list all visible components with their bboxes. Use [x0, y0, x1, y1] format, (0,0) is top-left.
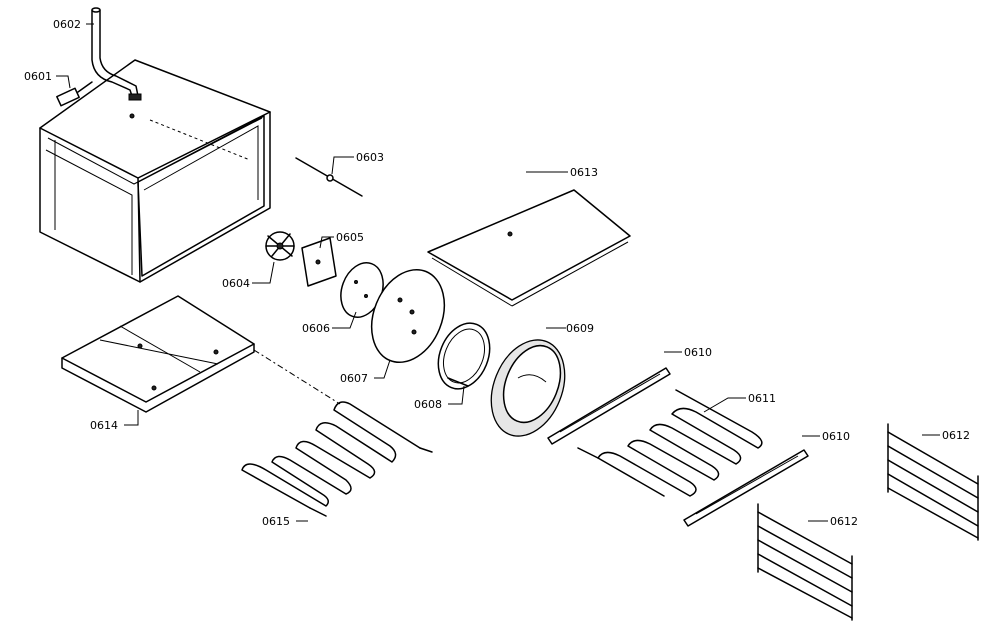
leader-lines — [56, 23, 940, 522]
label-0606: 0606 — [302, 322, 330, 335]
part-0611-top-heater — [577, 389, 763, 497]
label-0615: 0615 — [262, 515, 290, 528]
part-0613-panel — [427, 189, 631, 307]
part-0602-steam-pipe — [91, 7, 142, 101]
label-0610-upper: 0610 — [684, 346, 712, 359]
label-0612-lower: 0612 — [830, 515, 858, 528]
label-0609: 0609 — [566, 322, 594, 335]
part-0605-bracket-plate — [301, 237, 337, 287]
label-0607: 0607 — [340, 372, 368, 385]
label-0601: 0601 — [24, 70, 52, 83]
part-0612-shelf-support-right — [887, 423, 979, 541]
part-0604-fan-motor — [265, 231, 295, 261]
part-0612-shelf-support-lower — [757, 503, 853, 621]
part-labels: 0602 0601 0603 0604 0605 0606 0607 0608 … — [24, 18, 970, 528]
label-0611: 0611 — [748, 392, 776, 405]
part-0614-bottom-tray — [61, 295, 255, 413]
part-0610-rail-upper — [547, 367, 671, 445]
part-0615-bottom-heater — [241, 401, 433, 517]
label-0608: 0608 — [414, 398, 442, 411]
label-0613: 0613 — [570, 166, 598, 179]
label-0602: 0602 — [53, 18, 81, 31]
label-0603: 0603 — [356, 151, 384, 164]
part-0608-ring-heater — [437, 322, 491, 390]
part-0614-axis-line — [253, 349, 341, 405]
part-0601-sensor — [56, 81, 93, 107]
label-0605: 0605 — [336, 231, 364, 244]
label-0604: 0604 — [222, 277, 250, 290]
label-0610-lower: 0610 — [822, 430, 850, 443]
oven-cavity — [39, 59, 271, 283]
part-0610-rail-lower — [683, 449, 809, 527]
label-0614: 0614 — [90, 419, 118, 432]
label-0612-right: 0612 — [942, 429, 970, 442]
part-0603-rod — [295, 157, 363, 197]
part-0609-fan-cover — [490, 339, 566, 437]
